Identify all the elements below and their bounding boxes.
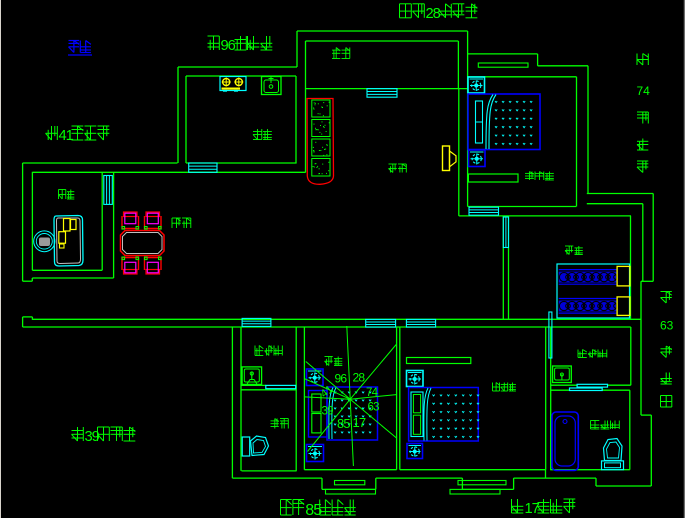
- svg-text:96: 96: [335, 372, 348, 386]
- svg-text:39: 39: [322, 406, 334, 418]
- svg-text:63: 63: [368, 402, 380, 414]
- svg-text:85: 85: [337, 416, 350, 431]
- svg-text:41: 41: [59, 128, 74, 144]
- svg-text:17: 17: [525, 501, 540, 517]
- svg-text:74: 74: [366, 387, 379, 399]
- svg-text:85: 85: [305, 501, 322, 518]
- svg-text:17: 17: [353, 415, 366, 430]
- svg-text:28: 28: [426, 6, 441, 22]
- svg-text:74: 74: [637, 84, 651, 98]
- svg-text:28: 28: [353, 371, 366, 385]
- svg-text:96: 96: [221, 38, 236, 54]
- svg-text:39: 39: [85, 429, 100, 445]
- svg-text:63: 63: [660, 319, 674, 333]
- svg-text:41: 41: [318, 383, 335, 400]
